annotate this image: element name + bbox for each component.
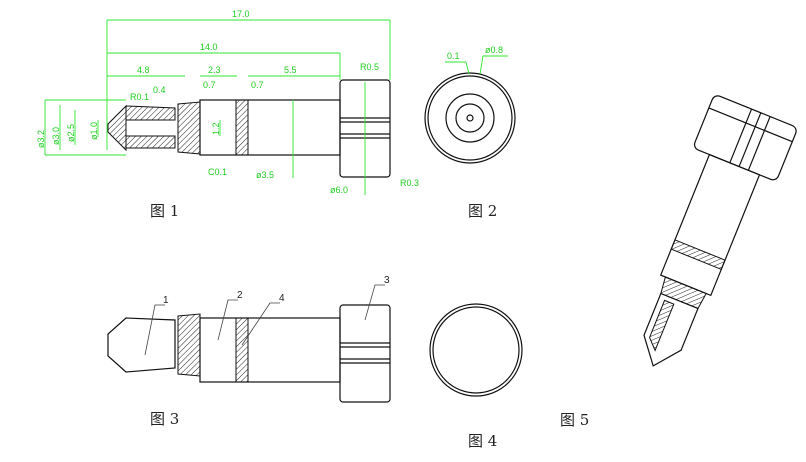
dim-hole-1-2: 1.2 [211, 122, 221, 135]
callout-1: 1 [163, 295, 169, 306]
dim-head-dia: ø6.0 [330, 185, 348, 195]
figure-5-perspective-view: 图 5 [560, 95, 797, 429]
dim-ring1-width: 0.7 [203, 80, 216, 90]
figure-1-plug-dimensioned: 17.0 14.0 4.8 2.3 5.5 R0.5 R0.1 0.4 0.7 … [36, 9, 419, 220]
callout-4: 4 [279, 293, 285, 304]
figure-4-end-view: 图 4 [429, 303, 523, 450]
dim-sleeve-length: 5.5 [284, 65, 297, 75]
figure-2-end-view: 0.1 ø0.8 图 2 [424, 45, 516, 220]
dim-dia-3-0: ø3.0 [51, 127, 61, 145]
dim-dia-2-5: ø2.5 [66, 124, 76, 142]
dim-total-length: 17.0 [232, 9, 250, 19]
callout-3: 3 [384, 275, 390, 286]
dim-notch-dia: ø0.8 [485, 45, 503, 55]
dim-dia-1-0: ø1.0 [89, 122, 99, 140]
dim-tip-length: 4.8 [137, 65, 150, 75]
dim-ring-section: 2.3 [208, 65, 221, 75]
dim-ring2-width: 0.7 [251, 80, 264, 90]
dim-chamfer: C0.1 [208, 167, 227, 177]
callout-2: 2 [237, 290, 243, 301]
figure-1-label: 图 1 [150, 202, 179, 220]
figure-2-label: 图 2 [468, 202, 497, 220]
figure-3-label: 图 3 [150, 410, 179, 428]
dim-head-radius: R0.5 [360, 62, 379, 72]
dim-body-length: 14.0 [200, 42, 218, 52]
dim-notch-depth: 0.1 [447, 51, 460, 61]
figure-5-label: 图 5 [560, 411, 589, 429]
figure-4-label: 图 4 [468, 432, 497, 450]
dim-sleeve-dia: ø3.5 [256, 170, 274, 180]
dim-gap: 0.4 [153, 85, 166, 95]
dim-dia-3-2: ø3.2 [36, 130, 46, 148]
figure-3-plug-side: 1 2 4 3 图 3 [107, 275, 391, 428]
dim-head-corner-radius: R0.3 [400, 178, 419, 188]
dim-tip-radius: R0.1 [130, 92, 149, 102]
